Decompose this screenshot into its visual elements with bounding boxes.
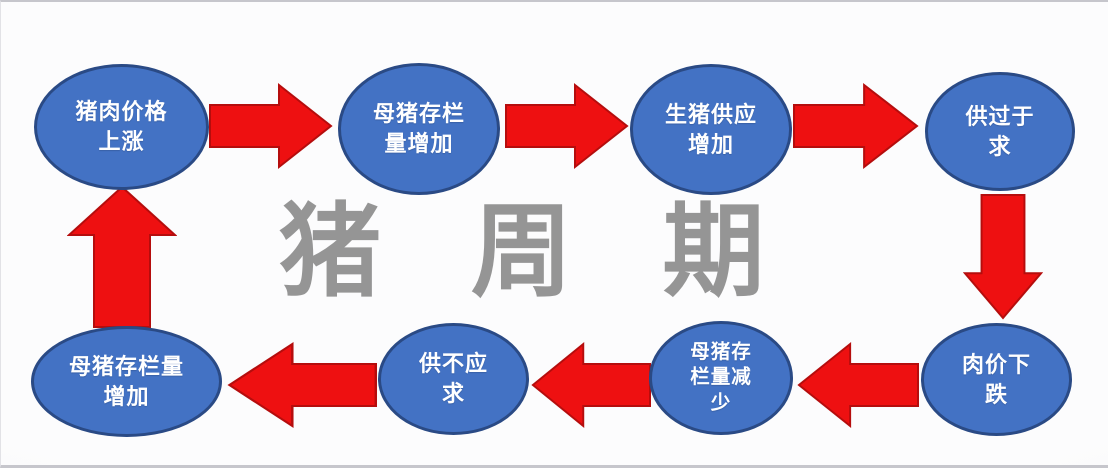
arrow-left-icon xyxy=(531,341,651,429)
node-supply-exceeds-demand: 供过于 求 xyxy=(925,72,1075,191)
node-pork-price-rises: 猪肉价格 上涨 xyxy=(34,64,209,190)
node-hog-supply-increases: 生猪供应 增加 xyxy=(630,64,792,195)
arrow-left-icon xyxy=(227,341,377,429)
node-meat-price-falls: 肉价下 跌 xyxy=(921,323,1072,436)
arrow-up-icon xyxy=(67,185,177,329)
arrow-left-icon xyxy=(797,341,919,429)
arrow-down-icon xyxy=(963,194,1043,320)
arrow-right-icon xyxy=(505,82,629,170)
node-supply-falls-short: 供不应 求 xyxy=(378,323,529,435)
node-sow-inventory-increases: 母猪存栏 量增加 xyxy=(338,63,500,195)
arrow-right-icon xyxy=(793,82,919,170)
arrow-right-icon xyxy=(209,82,333,170)
cycle-title: 猪周期 xyxy=(279,197,855,310)
node-sow-inventory-increases-2: 母猪存栏量 增加 xyxy=(31,326,222,437)
node-sow-inventory-decreases: 母猪存 栏量减 少 xyxy=(649,321,793,435)
